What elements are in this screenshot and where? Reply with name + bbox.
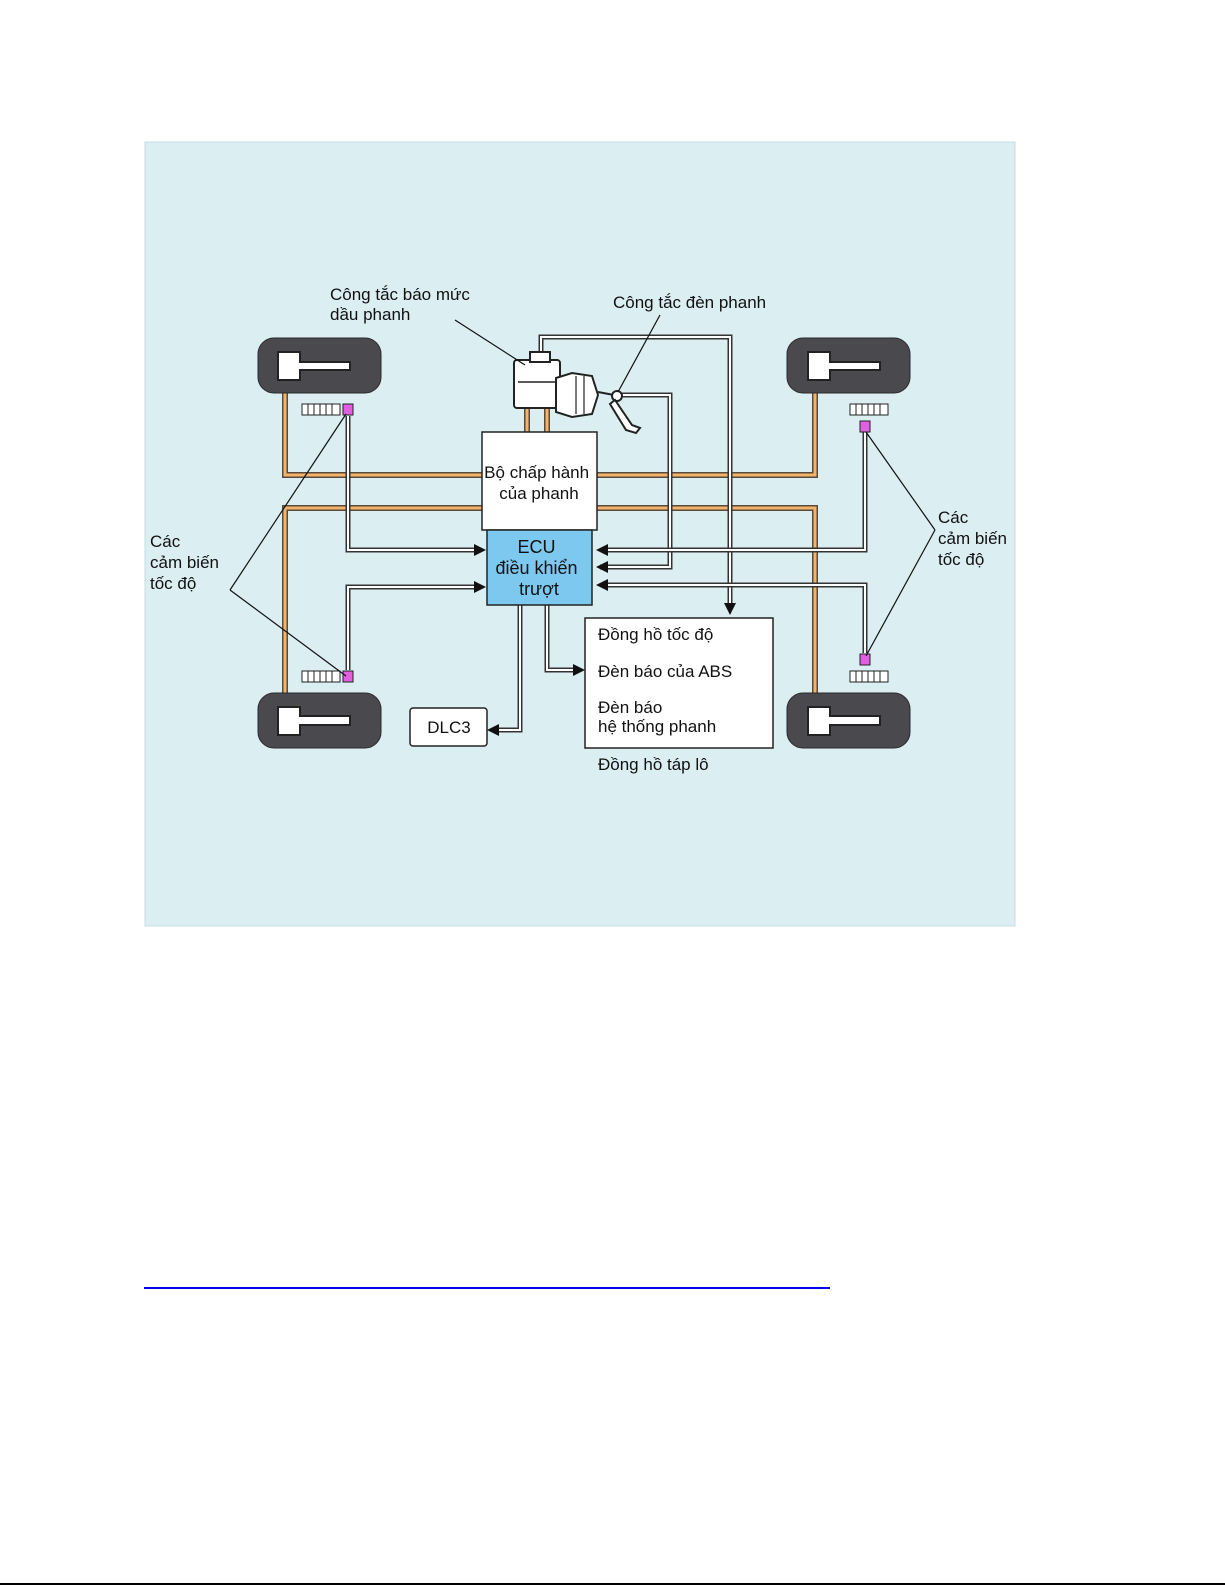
ecu-label-line: ECU xyxy=(517,537,555,557)
left-speed-sensors-label-line: tốc độ xyxy=(150,574,196,593)
dlc3-label: DLC3 xyxy=(427,718,470,737)
wheel-rear-left xyxy=(258,693,381,748)
speed-sensor-icon xyxy=(343,671,353,682)
meter-item-speedometer: Đồng hồ tốc độ xyxy=(598,625,713,644)
speed-sensor-icon xyxy=(860,654,870,665)
stop-light-switch-label: Công tắc đèn phanh xyxy=(613,293,766,312)
wheel-rear-right xyxy=(787,693,910,748)
speed-sensor-front-left xyxy=(302,404,353,415)
fluid-level-switch-label-line: Công tắc báo mức xyxy=(330,285,470,304)
speed-sensor-rear-left xyxy=(302,671,353,682)
actuator-label-line: của phanh xyxy=(499,484,578,503)
ecu-label-line: điều khiển xyxy=(495,558,577,578)
speed-sensor-icon xyxy=(343,404,353,415)
left-speed-sensors-label-line: Các xyxy=(150,532,181,551)
brake-warning-label-line: Đèn báo xyxy=(598,698,662,717)
actuator-label-line: Bộ chấp hành xyxy=(484,463,589,482)
combination-meter-label: Đồng hồ táp lô xyxy=(598,755,709,774)
ecu-label-line: trượt xyxy=(519,579,559,599)
speed-sensor-icon xyxy=(860,421,870,432)
left-speed-sensors-label-line: cảm biến xyxy=(150,553,219,572)
wheel-front-left xyxy=(258,338,381,393)
right-speed-sensors-label-line: Các xyxy=(938,508,969,527)
fluid-level-switch-label-line: dầu phanh xyxy=(330,305,410,324)
hyperlink-underline[interactable] xyxy=(144,1287,830,1289)
right-speed-sensors-label-line: cảm biến xyxy=(938,529,1007,548)
wheel-front-right xyxy=(787,338,910,393)
brake-warning-label-line: hệ thống phanh xyxy=(598,717,716,736)
meter-item-abs-warning: Đèn báo của ABS xyxy=(598,662,732,681)
right-speed-sensors-label-line: tốc độ xyxy=(938,550,984,569)
